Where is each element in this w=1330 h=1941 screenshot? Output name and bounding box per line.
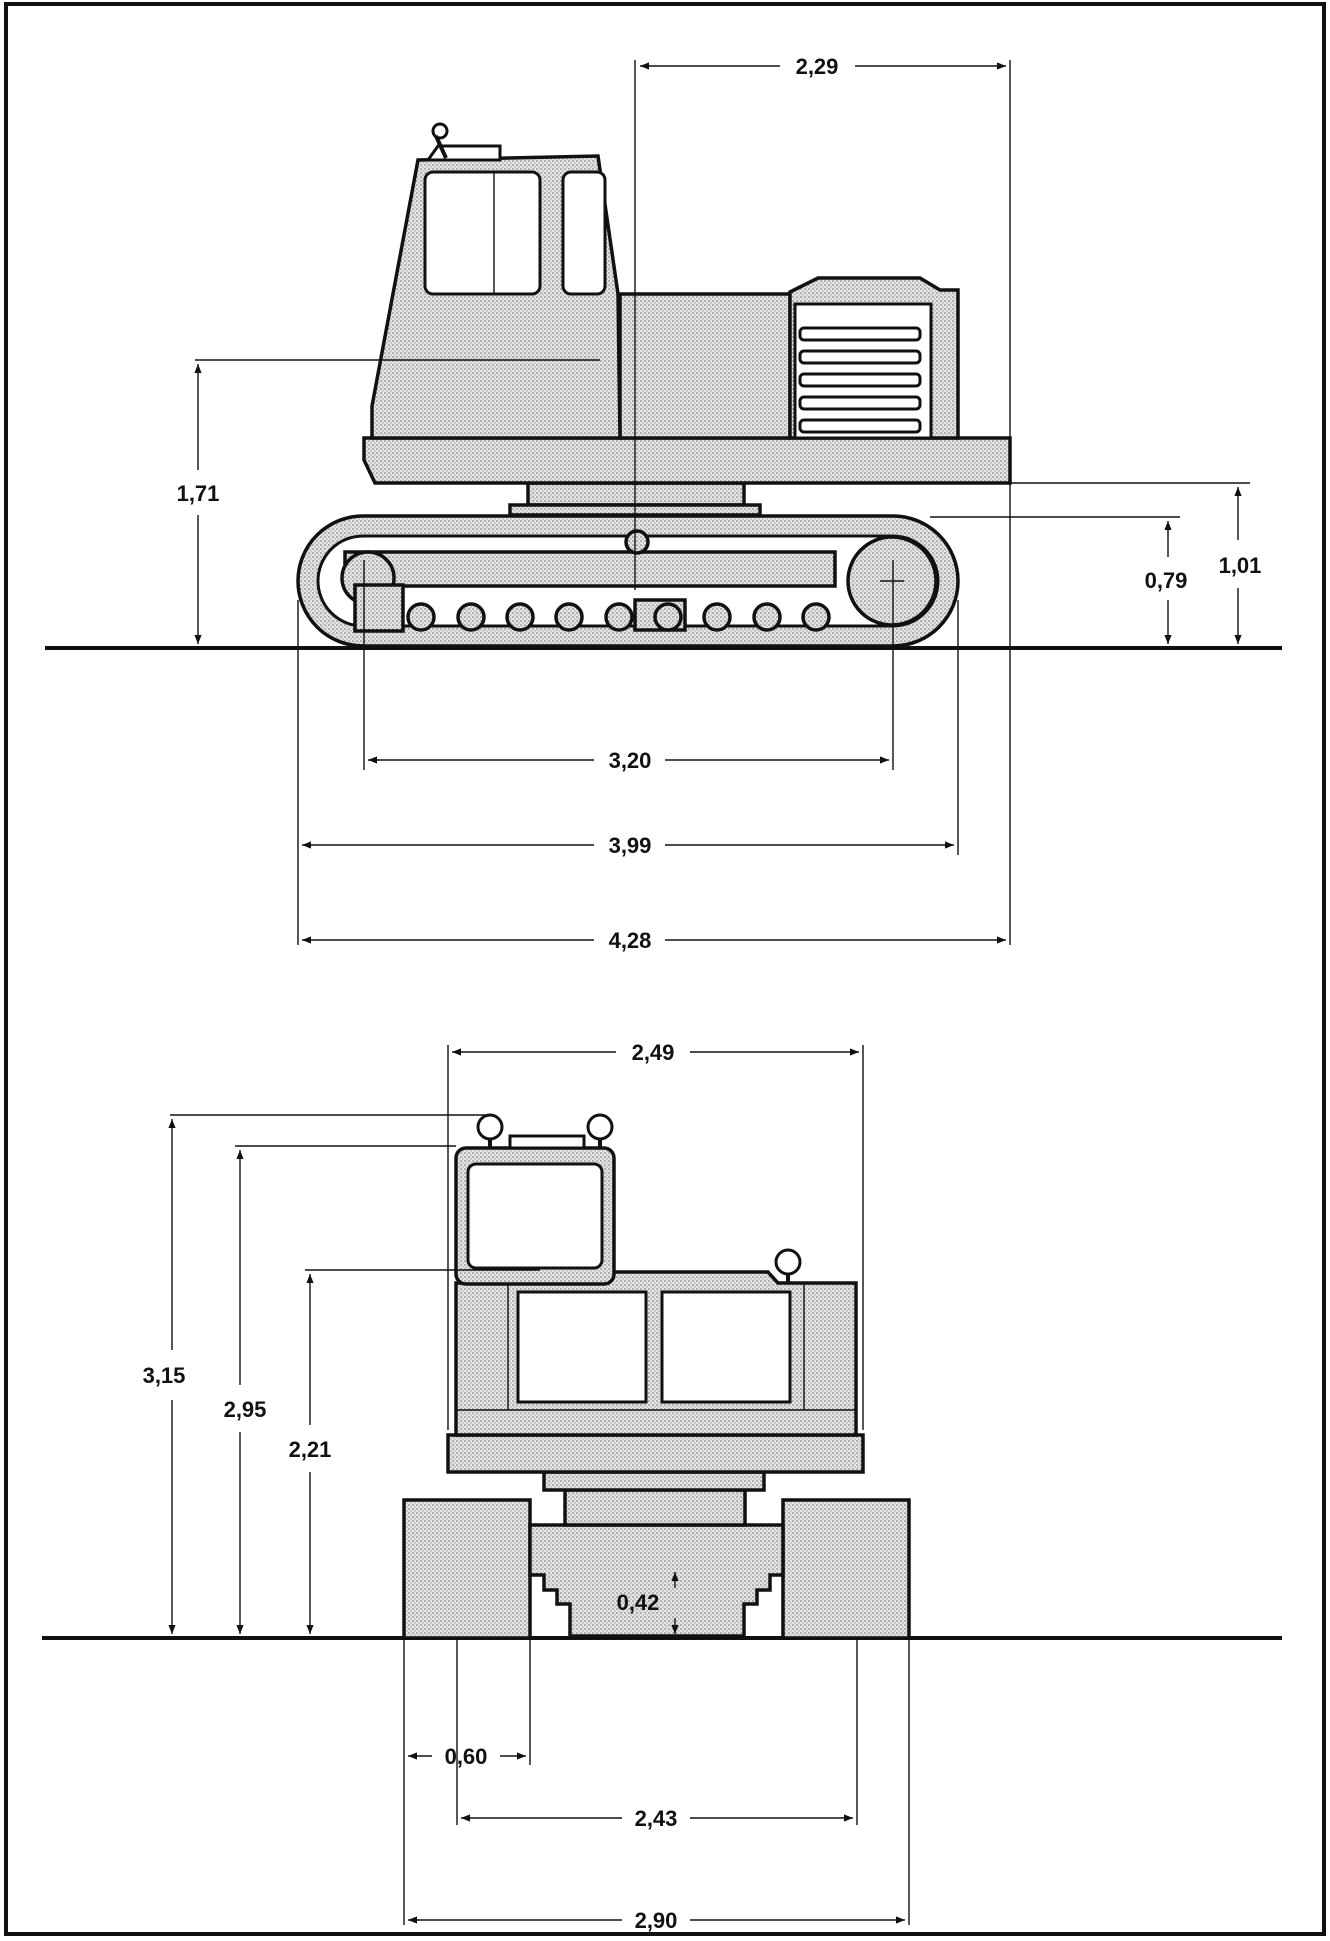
dim-height-to-beacons-label: 3,15 (143, 1363, 186, 1388)
dim-height-to-cab-line: 1,71 (177, 364, 220, 644)
dim-tumbler-distance-label: 3,20 (609, 748, 652, 773)
dim-shoe-width-label: 0,60 (445, 1744, 488, 1769)
excavator-front-drawing (402, 1113, 911, 1640)
dim-tumbler-distance: 3,20 (368, 748, 889, 773)
side-extension-lines (195, 60, 1250, 945)
dim-cab-height: 2,95 (224, 1150, 267, 1634)
dim-track-height-label: 0,79 (1145, 568, 1188, 593)
dim-track-gauge-label: 2,43 (635, 1806, 678, 1831)
engine-louvres (798, 326, 922, 434)
dim-track-length-label: 3,99 (609, 833, 652, 858)
track-rollers (406, 602, 831, 632)
dim-ground-clearance-label: 0,42 (617, 1590, 660, 1615)
dim-upper-width-label: 2,49 (632, 1040, 675, 1065)
dim-counterweight-clearance: 1,01 (1219, 487, 1262, 644)
dim-track-length: 3,99 (302, 833, 954, 858)
beacon-lights (476, 1113, 802, 1283)
dim-track-height: 0,79 (1145, 521, 1188, 644)
dim-ground-clearance: 0,42 (617, 1572, 679, 1634)
side-view: 2,29 1,71 1,01 0,79 3,20 3,99 (45, 54, 1282, 953)
dim-overall-width: 2,90 (408, 1908, 905, 1933)
dim-height-to-beacons: 3,15 (143, 1119, 186, 1634)
dim-cab-height-label: 2,95 (224, 1397, 267, 1422)
dim-shoe-width: 0,60 (408, 1744, 526, 1769)
dim-track-gauge: 2,43 (461, 1806, 853, 1831)
dim-engine-hood-height-label: 2,21 (289, 1437, 332, 1462)
dim-upper-rear-length-label: 2,29 (796, 54, 839, 79)
page-frame (4, 2, 1326, 1936)
dim-overall-length: 4,28 (302, 928, 1006, 953)
front-extension-lines (170, 1045, 910, 1925)
dim-overall-length-label: 4,28 (609, 928, 652, 953)
dim-counterweight-clearance-label: 1,01 (1219, 553, 1262, 578)
dim-upper-rear-length: 2,29 (640, 54, 1006, 79)
excavator-side-drawing (296, 122, 1012, 648)
dim-engine-hood-height: 2,21 (289, 1274, 332, 1634)
dim-height-to-cab-line-label: 1,71 (177, 481, 220, 506)
front-view: 2,49 3,15 2,95 2,21 0,42 0,60 (42, 1040, 1282, 1933)
dim-overall-width-label: 2,90 (635, 1908, 678, 1933)
dim-upper-width: 2,49 (452, 1040, 859, 1065)
